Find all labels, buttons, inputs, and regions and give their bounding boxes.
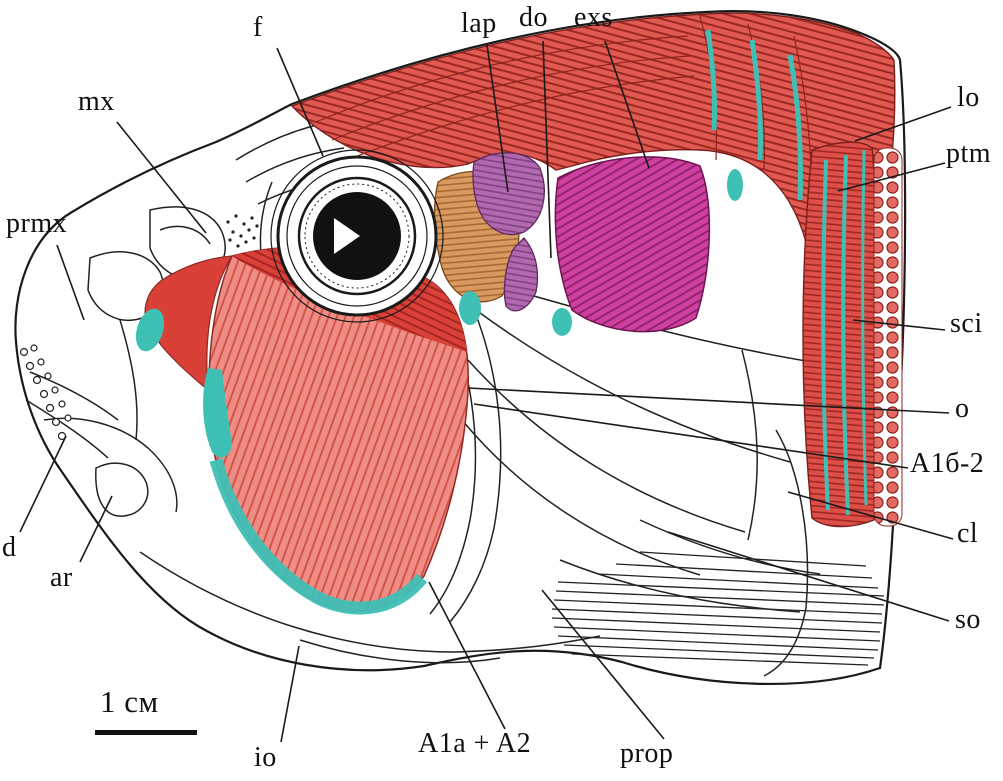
label-o: o [955,393,970,424]
label-so: so [955,604,981,635]
label-exs: exs [574,2,613,33]
label-do: do [519,2,548,33]
leader-f [276,47,324,157]
label-ar: ar [50,562,73,593]
label-cl: cl [957,518,979,549]
scale-bar [95,730,197,735]
leader-ptm [837,162,946,192]
leader-ar [79,495,113,563]
leader-o [467,387,950,414]
label-a1b-2: А1б-2 [910,448,985,479]
label-prop: prop [620,738,674,769]
pupil-highlight [334,218,360,254]
label-prmx: prmx [6,208,68,239]
leader-prop [541,589,665,740]
teal-patches [135,169,743,352]
scale-bar-label: 1 см [100,684,159,719]
label-lap: lap [461,8,497,39]
label-ptm: ptm [946,138,992,169]
eye [270,149,444,323]
leader-d [19,435,67,533]
leader-cl [787,491,954,540]
leader-lines [19,40,954,743]
epaxial-teal-streaks [705,29,804,201]
leader-mx [116,121,207,234]
lateral-muscle-band [802,141,903,528]
leader-a1b-2 [473,403,909,469]
label-a1a-a2: A1a + A2 [418,728,532,759]
scale-bubble-column [873,147,903,527]
label-lo: lo [957,82,980,113]
leader-exs [604,40,650,169]
leader-sci [852,319,946,331]
label-mx: mx [78,86,115,117]
stipple-patch [226,214,259,248]
label-f: f [253,12,263,43]
levator-operculi-muscle [472,152,545,312]
leader-lo [854,106,952,142]
label-d: d [2,532,17,563]
dilatator-operculi-muscle [554,156,711,333]
leader-do [542,40,552,259]
leader-lap [486,44,509,193]
teeth-dots [19,344,72,441]
leader-so [667,531,950,622]
teal-fringe [209,458,428,615]
leader-prmx [56,244,85,321]
leader-a1a-a2 [428,581,506,730]
label-sci: sci [950,308,983,339]
label-io: io [254,742,277,773]
leader-io [280,645,300,743]
fin-rays [551,551,885,666]
